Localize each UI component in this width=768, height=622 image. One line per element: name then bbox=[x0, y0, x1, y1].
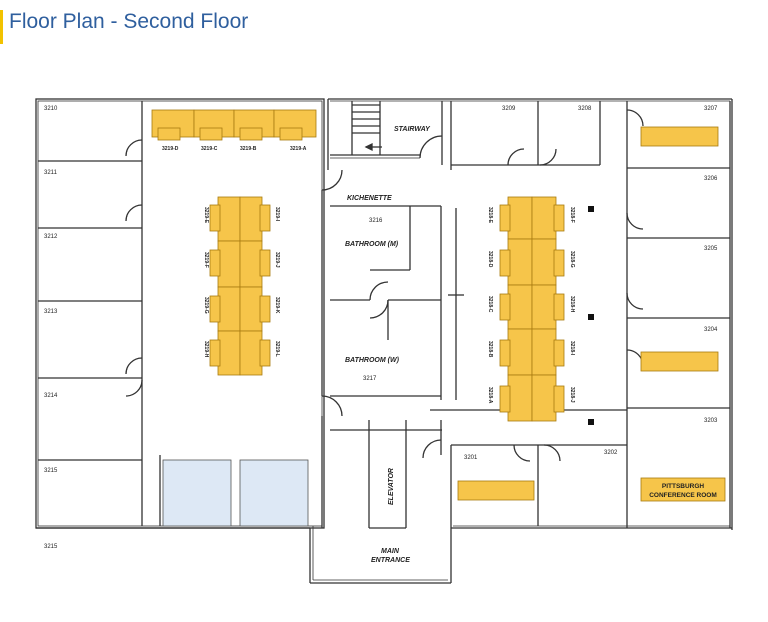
glass-panel-left bbox=[162, 459, 232, 527]
desk-3218-i: 3218-I bbox=[569, 341, 575, 356]
desk-3219-b: 3219-B bbox=[240, 146, 257, 152]
desk-3218-c: 3218-C bbox=[487, 296, 493, 313]
room-3203: 3203 bbox=[704, 418, 718, 424]
room-3215-lower: 3215 bbox=[44, 544, 58, 550]
main-entrance-label-1: MAIN bbox=[381, 548, 400, 555]
desk-3219-j: 3219-J bbox=[274, 252, 280, 268]
glass-panel-right bbox=[239, 459, 309, 527]
room-3210: 3210 bbox=[44, 106, 58, 112]
desk-3219-e: 3219-E bbox=[203, 207, 209, 224]
desk-3219-f: 3219-F bbox=[203, 252, 209, 268]
desk-3219-h: 3219-H bbox=[203, 341, 209, 358]
desk-3219-c: 3219-C bbox=[201, 146, 218, 152]
kitchenette-label: KICHENETTE bbox=[347, 195, 392, 202]
desk-3218-b: 3218-B bbox=[487, 341, 493, 358]
desk-3218-d: 3218-D bbox=[487, 251, 493, 268]
desk-3218-a: 3218-A bbox=[487, 387, 493, 404]
desk-3219-k: 3219-K bbox=[274, 297, 280, 314]
desk-3218-f: 3218-F bbox=[569, 207, 575, 223]
desk-3218-h: 3218-H bbox=[569, 296, 575, 313]
conference-label-1: PITTSBURGH bbox=[662, 483, 705, 490]
room-3207: 3207 bbox=[704, 106, 718, 112]
column-markers bbox=[588, 206, 594, 425]
room-3208: 3208 bbox=[578, 106, 592, 112]
desk-3218-j: 3218-J bbox=[569, 387, 575, 403]
desk-3219-a: 3219-A bbox=[290, 146, 307, 152]
room-3213: 3213 bbox=[44, 309, 58, 315]
right-desk-cluster bbox=[499, 196, 565, 422]
desk-3219-g: 3219-G bbox=[203, 297, 209, 314]
room-3214: 3214 bbox=[44, 393, 58, 399]
desk-3218-g: 3218-G bbox=[569, 251, 575, 268]
top-desk-row bbox=[151, 109, 317, 141]
walls bbox=[35, 98, 733, 584]
elevator-label: ELEVATOR bbox=[388, 468, 395, 505]
room-3211: 3211 bbox=[44, 170, 58, 176]
room-3209: 3209 bbox=[502, 106, 516, 112]
main-entrance-label-2: ENTRANCE bbox=[371, 557, 410, 564]
room-3217: 3217 bbox=[363, 376, 377, 382]
bathroom-women-label: BATHROOM (W) bbox=[345, 357, 400, 364]
room-3205: 3205 bbox=[704, 246, 718, 252]
conference-label-2: CONFERENCE ROOM bbox=[649, 492, 717, 499]
desk-3219-l: 3219-L bbox=[274, 341, 280, 357]
room-3202: 3202 bbox=[604, 450, 618, 456]
desk-3218-e: 3218-E bbox=[487, 207, 493, 224]
desk-3219-d: 3219-D bbox=[162, 146, 179, 152]
bathroom-men-label: BATHROOM (M) bbox=[345, 241, 399, 248]
desk-3219-i: 3219-I bbox=[274, 207, 280, 222]
room-3215: 3215 bbox=[44, 468, 58, 474]
room-3206: 3206 bbox=[704, 176, 718, 182]
left-desk-cluster bbox=[209, 196, 271, 376]
stairway-label: STAIRWAY bbox=[394, 126, 431, 133]
room-3204: 3204 bbox=[704, 327, 718, 333]
office-desks bbox=[457, 126, 726, 502]
page-title: Floor Plan - Second Floor bbox=[9, 10, 249, 33]
title-accent-bar bbox=[0, 10, 3, 44]
room-3216: 3216 bbox=[369, 218, 383, 224]
room-3212: 3212 bbox=[44, 234, 58, 240]
room-3201: 3201 bbox=[464, 455, 478, 461]
